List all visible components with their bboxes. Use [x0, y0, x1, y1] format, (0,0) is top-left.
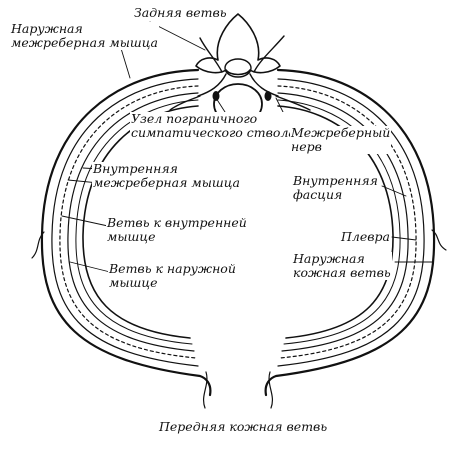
sympathetic-ganglion-right	[264, 91, 272, 101]
spinal-nerves	[169, 35, 311, 111]
label-branch-to-external-muscle: Ветвь к наружной мышце	[108, 261, 237, 290]
label-anterior-cutaneous-branch: Передняя кожная ветвь	[158, 419, 329, 434]
label-branch-to-internal-muscle: Ветвь к внутренней мышце	[106, 215, 248, 244]
label-intercostal-nerve: Межреберный нерв	[290, 125, 392, 154]
lateral-cutaneous-branch-right	[431, 229, 447, 251]
chest-wall-right	[264, 68, 436, 397]
label-internal-fascia: Внутренняя фасция	[292, 173, 379, 202]
anterior-cutaneous-branch-right	[268, 371, 273, 409]
sympathetic-ganglion	[212, 91, 220, 101]
label-pleura: Плевра	[340, 229, 391, 244]
label-internal-intercostal-muscle: Внутренняя межреберная мышца	[92, 161, 241, 190]
anterior-cutaneous-branch-left	[203, 371, 208, 409]
label-sympathetic-ganglion: Узел пограничного симпатического ствола	[130, 111, 297, 140]
label-external-intercostal-muscle: Наружная межреберная мышца	[10, 21, 159, 50]
label-posterior-branch: Задняя ветвь	[133, 5, 228, 20]
lateral-cutaneous-branch-left	[31, 231, 45, 259]
label-lateral-cutaneous-branch: Наружная кожная ветвь	[292, 251, 392, 280]
